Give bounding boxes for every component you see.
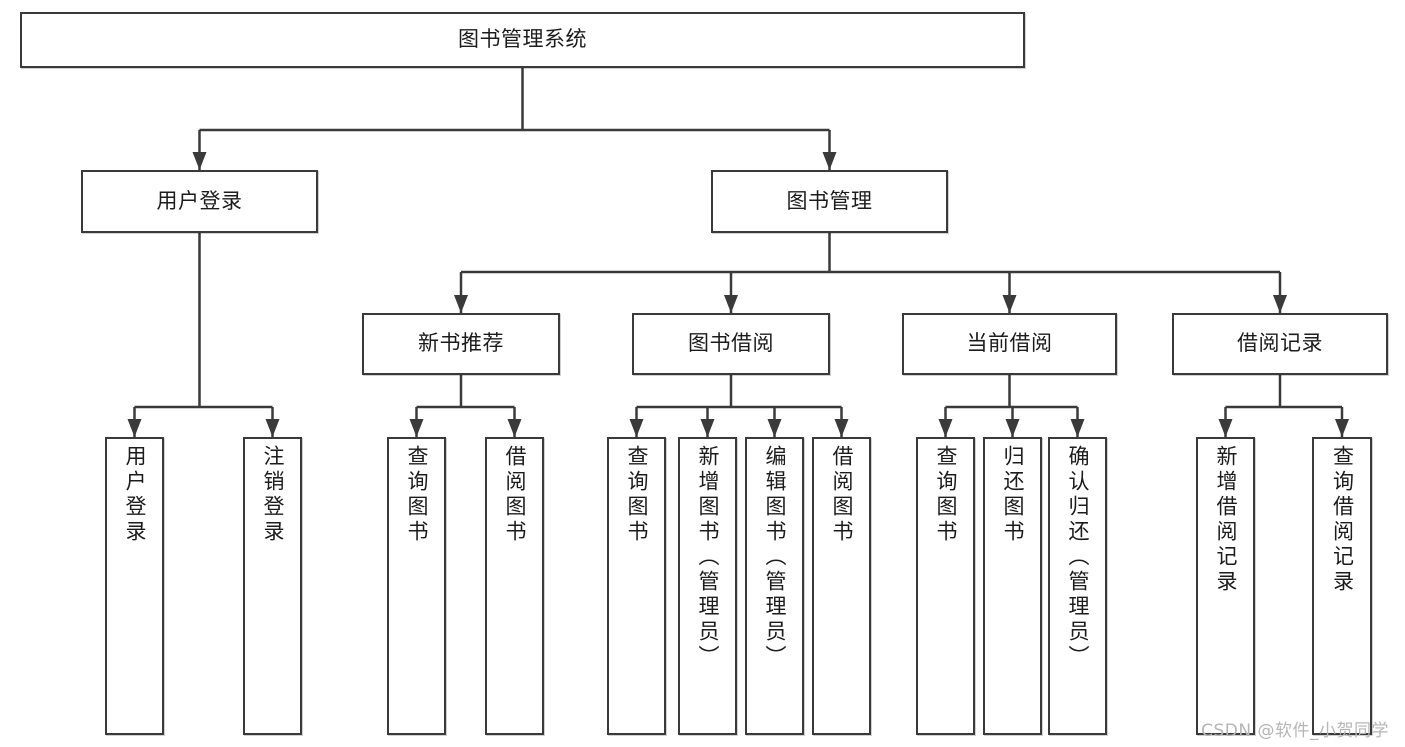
node-current-borrow[interactable]: 当前借阅 <box>902 313 1117 375</box>
node-leaf-logout[interactable]: 注销登录 <box>243 437 302 735</box>
node-leaf-borrow-book-2[interactable]: 借阅图书 <box>812 437 871 735</box>
arrow-head-icon <box>1070 419 1085 437</box>
node-label: 用户登录 <box>123 445 147 545</box>
node-book-borrow[interactable]: 图书借阅 <box>632 313 830 375</box>
node-new-book-rec[interactable]: 新书推荐 <box>362 313 560 375</box>
node-label: 当前借阅 <box>966 331 1053 356</box>
node-label: 借阅记录 <box>1237 331 1323 356</box>
node-user-login[interactable]: 用户登录 <box>81 170 318 233</box>
node-label: 借阅图书 <box>830 445 854 545</box>
node-leaf-user-login[interactable]: 用户登录 <box>105 437 164 735</box>
arrow-head-icon <box>724 295 738 313</box>
arrow-head-icon <box>822 152 837 170</box>
arrow-head-icon <box>265 419 280 437</box>
arrow-head-icon <box>629 419 644 437</box>
arrow-head-icon <box>938 419 953 437</box>
arrow-head-icon <box>507 419 522 437</box>
node-label: 查询图书 <box>405 445 429 545</box>
arrow-head-icon <box>409 419 424 437</box>
node-label: 用户登录 <box>156 188 243 213</box>
arrow-head-icon <box>454 295 468 313</box>
node-leaf-add-book[interactable]: 新增图书（管理员） <box>678 437 737 735</box>
node-label: 图书借阅 <box>688 331 774 356</box>
node-label: 编辑图书（管理员） <box>763 445 787 670</box>
node-leaf-borrow-book-1[interactable]: 借阅图书 <box>485 437 544 735</box>
node-label: 图书管理系统 <box>458 27 587 52</box>
node-leaf-return-book[interactable]: 归还图书 <box>983 437 1042 735</box>
arrow-head-icon <box>834 419 849 437</box>
node-label: 图书管理 <box>786 188 873 213</box>
arrow-head-icon <box>1273 295 1287 313</box>
arrow-head-icon <box>767 419 782 437</box>
arrow-head-icon <box>1335 419 1349 437</box>
node-leaf-query-book-3[interactable]: 查询图书 <box>916 437 975 735</box>
watermark-label: CSDN @软件_小贺同学 <box>1201 721 1389 741</box>
arrow-head-icon <box>700 419 715 437</box>
node-label: 新增借阅记录 <box>1214 445 1238 595</box>
node-label: 新书推荐 <box>418 331 504 356</box>
node-leaf-confirm-return[interactable]: 确认归还（管理员） <box>1048 437 1107 735</box>
node-label: 借阅图书 <box>503 445 527 545</box>
node-label: 查询图书 <box>625 445 649 545</box>
arrow-head-icon <box>1002 295 1017 313</box>
node-leaf-add-record[interactable]: 新增借阅记录 <box>1196 437 1255 735</box>
node-root[interactable]: 图书管理系统 <box>20 12 1025 68</box>
arrow-head-icon <box>192 152 207 170</box>
arrow-head-icon <box>1218 419 1233 437</box>
node-book-manage[interactable]: 图书管理 <box>711 170 948 233</box>
node-label: 新增图书（管理员） <box>696 445 720 670</box>
node-leaf-query-book-1[interactable]: 查询图书 <box>387 437 446 735</box>
node-leaf-edit-book[interactable]: 编辑图书（管理员） <box>745 437 804 735</box>
node-label: 查询借阅记录 <box>1330 445 1355 595</box>
node-leaf-query-record[interactable]: 查询借阅记录 <box>1312 437 1372 735</box>
node-label: 归还图书 <box>1001 445 1025 545</box>
node-borrow-record[interactable]: 借阅记录 <box>1172 313 1388 375</box>
node-label: 确认归还（管理员） <box>1066 445 1090 670</box>
arrow-head-icon <box>127 419 142 437</box>
node-leaf-query-book-2[interactable]: 查询图书 <box>607 437 666 735</box>
arrow-head-icon <box>1005 419 1020 437</box>
node-label: 注销登录 <box>261 445 285 545</box>
node-label: 查询图书 <box>934 445 958 545</box>
